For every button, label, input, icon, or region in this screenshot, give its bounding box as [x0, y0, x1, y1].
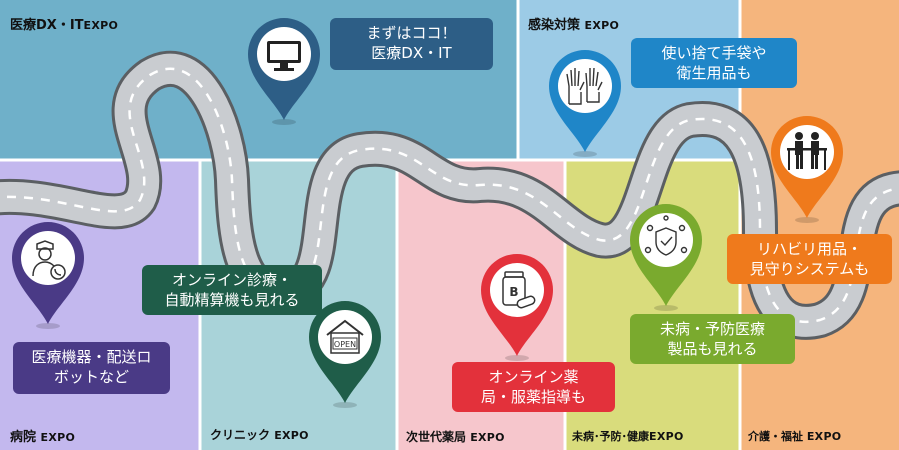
zone-name: 介護・福祉 — [748, 430, 803, 443]
zone-label-care: 介護・福祉 EXPO — [748, 428, 841, 444]
zone-name: 次世代薬局 — [406, 430, 467, 444]
zone-expo: EXPO — [40, 431, 76, 444]
zone-expo: EXPO — [649, 430, 684, 443]
medicine-icon: B — [502, 271, 536, 309]
zone-label-clinic: クリニック EXPO — [210, 426, 309, 443]
callout-medical-dx: まずはココ！ 医療DX・IT — [330, 18, 493, 70]
pin-medical-dx — [248, 18, 320, 125]
callout-care: リハビリ用品・ 見守りシステムも — [727, 234, 892, 284]
zone-label-pharmacy: 次世代薬局 EXPO — [406, 428, 505, 445]
callout-infection: 使い捨て手袋や 衛生用品も — [631, 38, 797, 88]
medicine-label-text: B — [509, 285, 518, 299]
pin-clinic: OPEN — [309, 301, 381, 408]
zone-label-medical-dx: 医療DX・ITEXPO — [10, 14, 118, 33]
shield-virus-icon — [644, 215, 688, 256]
zone-name: 病院 — [10, 430, 37, 445]
zone-expo: EXPO — [806, 430, 842, 443]
zone-expo: EXPO — [274, 429, 309, 442]
zone-name: 感染対策 — [528, 18, 581, 33]
rehabilitation-icon — [787, 132, 827, 170]
zone-label-prevention: 未病･予防･健康EXPO — [572, 428, 684, 444]
pin-hospital — [12, 222, 84, 329]
zone-label-hospital: 病院 EXPO — [10, 426, 75, 445]
zone-expo: EXPO — [83, 19, 119, 32]
zone-name: 医療DX・IT — [10, 18, 84, 33]
pin-care — [771, 116, 843, 223]
zone-name: クリニック — [210, 428, 271, 442]
pin-pharmacy: B — [481, 254, 553, 361]
callout-prevention: 未病・予防医療 製品も見れる — [630, 314, 795, 364]
pin-infection — [549, 50, 621, 157]
monitor-icon — [267, 41, 301, 71]
zone-label-infection: 感染対策 EXPO — [528, 14, 619, 33]
callout-clinic: オンライン診療・ 自動精算機も見れる — [142, 265, 322, 315]
pin-prevention — [630, 204, 702, 311]
zone-expo: EXPO — [584, 19, 620, 32]
callout-pharmacy: オンライン薬 局・服薬指導も — [452, 362, 615, 412]
open-shop-icon: OPEN — [326, 319, 364, 354]
zone-name: 未病･予防･健康 — [572, 430, 649, 443]
gloves-icon — [566, 67, 603, 105]
callout-hospital: 医療機器・配送ロ ボットなど — [13, 342, 170, 394]
nurse-phone-icon — [32, 240, 66, 280]
open-sign-text: OPEN — [334, 340, 356, 349]
zone-expo: EXPO — [470, 431, 505, 444]
